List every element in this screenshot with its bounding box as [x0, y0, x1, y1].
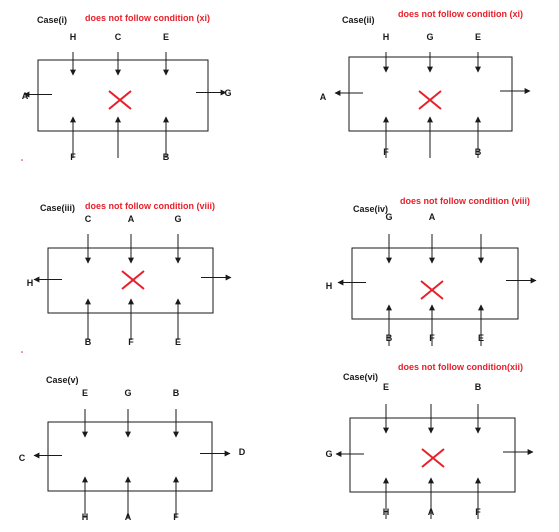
seat-label-top: G [124, 388, 131, 398]
seat-label-top: B [475, 382, 482, 392]
seat-label-bottom: A [428, 507, 435, 517]
seat-label-bottom: E [175, 337, 181, 347]
seat-label-bottom: F [70, 152, 76, 162]
condition-note: does not follow condition(xii) [398, 362, 523, 372]
seat-label-bottom: B [475, 147, 482, 157]
case-title: Case(iv) [353, 204, 388, 214]
seat-label-top: H [383, 32, 390, 42]
case-title: Case(iii) [40, 203, 75, 213]
case-title: Case(v) [46, 375, 79, 385]
seat-label-top: G [385, 212, 392, 222]
condition-note: does not follow condition (xi) [85, 13, 210, 23]
panel-case-1: Case(i) does not follow condition (xi) H C E… [22, 13, 232, 162]
condition-note: does not follow condition (xi) [398, 9, 523, 19]
case-title: Case(i) [37, 15, 67, 25]
invalid-cross-icon [420, 280, 444, 300]
seat-label-top: E [82, 388, 88, 398]
seat-label-top: G [174, 214, 181, 224]
seat-label-bottom: F [128, 337, 134, 347]
seat-label-bottom: F [383, 147, 389, 157]
seat-label-bottom: H [383, 507, 390, 517]
panel-case-3: Case(iii) does not follow condition (viii… [27, 201, 232, 347]
invalid-cross-icon [108, 90, 132, 110]
seat-label-bottom: B [85, 337, 92, 347]
seat-label-right: D [239, 447, 246, 457]
seat-label-top: G [426, 32, 433, 42]
case-title: Case(ii) [342, 15, 375, 25]
panel-case-5: Case(v)E G B H A F C D [19, 375, 246, 522]
seat-label-top: E [163, 32, 169, 42]
seat-label-bottom: F [475, 507, 481, 517]
seat-label-top: C [115, 32, 122, 42]
seat-label-bottom: F [173, 512, 179, 522]
seat-label-left: C [19, 453, 26, 463]
seat-label-left: H [326, 281, 333, 291]
table-rectangle [349, 417, 516, 493]
seat-label-left: G [325, 449, 332, 459]
seat-label-bottom: F [429, 333, 435, 343]
seat-label-top: A [429, 212, 436, 222]
table-rectangle [351, 247, 519, 320]
seat-label-top: B [173, 388, 180, 398]
seat-label-bottom: B [163, 152, 170, 162]
seat-label-bottom: A [125, 512, 132, 522]
invalid-cross-icon [418, 90, 442, 110]
seat-label-left: H [27, 278, 34, 288]
condition-note: does not follow condition (viii) [85, 201, 215, 211]
stray-dot [21, 159, 23, 161]
table-rectangle [47, 421, 213, 492]
seat-label-left: A [320, 92, 327, 102]
stray-dot [21, 351, 23, 353]
seat-label-top: C [85, 214, 92, 224]
condition-note: does not follow condition (viii) [400, 196, 530, 206]
invalid-cross-icon [121, 270, 145, 290]
invalid-cross-icon [421, 448, 445, 468]
seat-label-bottom: B [386, 333, 393, 343]
panel-case-6: Case(vi) does not follow condition(xii) E B… [325, 362, 534, 519]
panel-case-2: Case(ii) does not follow condition (xi) H G… [320, 9, 531, 158]
seat-label-top: A [128, 214, 135, 224]
seat-label-top: E [475, 32, 481, 42]
panel-case-4: Case(iv) does not follow condition (viii)… [326, 196, 537, 346]
seat-label-top: H [70, 32, 77, 42]
seat-label-bottom: H [82, 512, 89, 522]
seat-label-right: G [224, 88, 231, 98]
seat-label-bottom: E [478, 333, 484, 343]
seat-label-left: A [22, 91, 29, 101]
table-rectangle [37, 59, 209, 132]
case-title: Case(vi) [343, 372, 378, 382]
seat-label-top: E [383, 382, 389, 392]
